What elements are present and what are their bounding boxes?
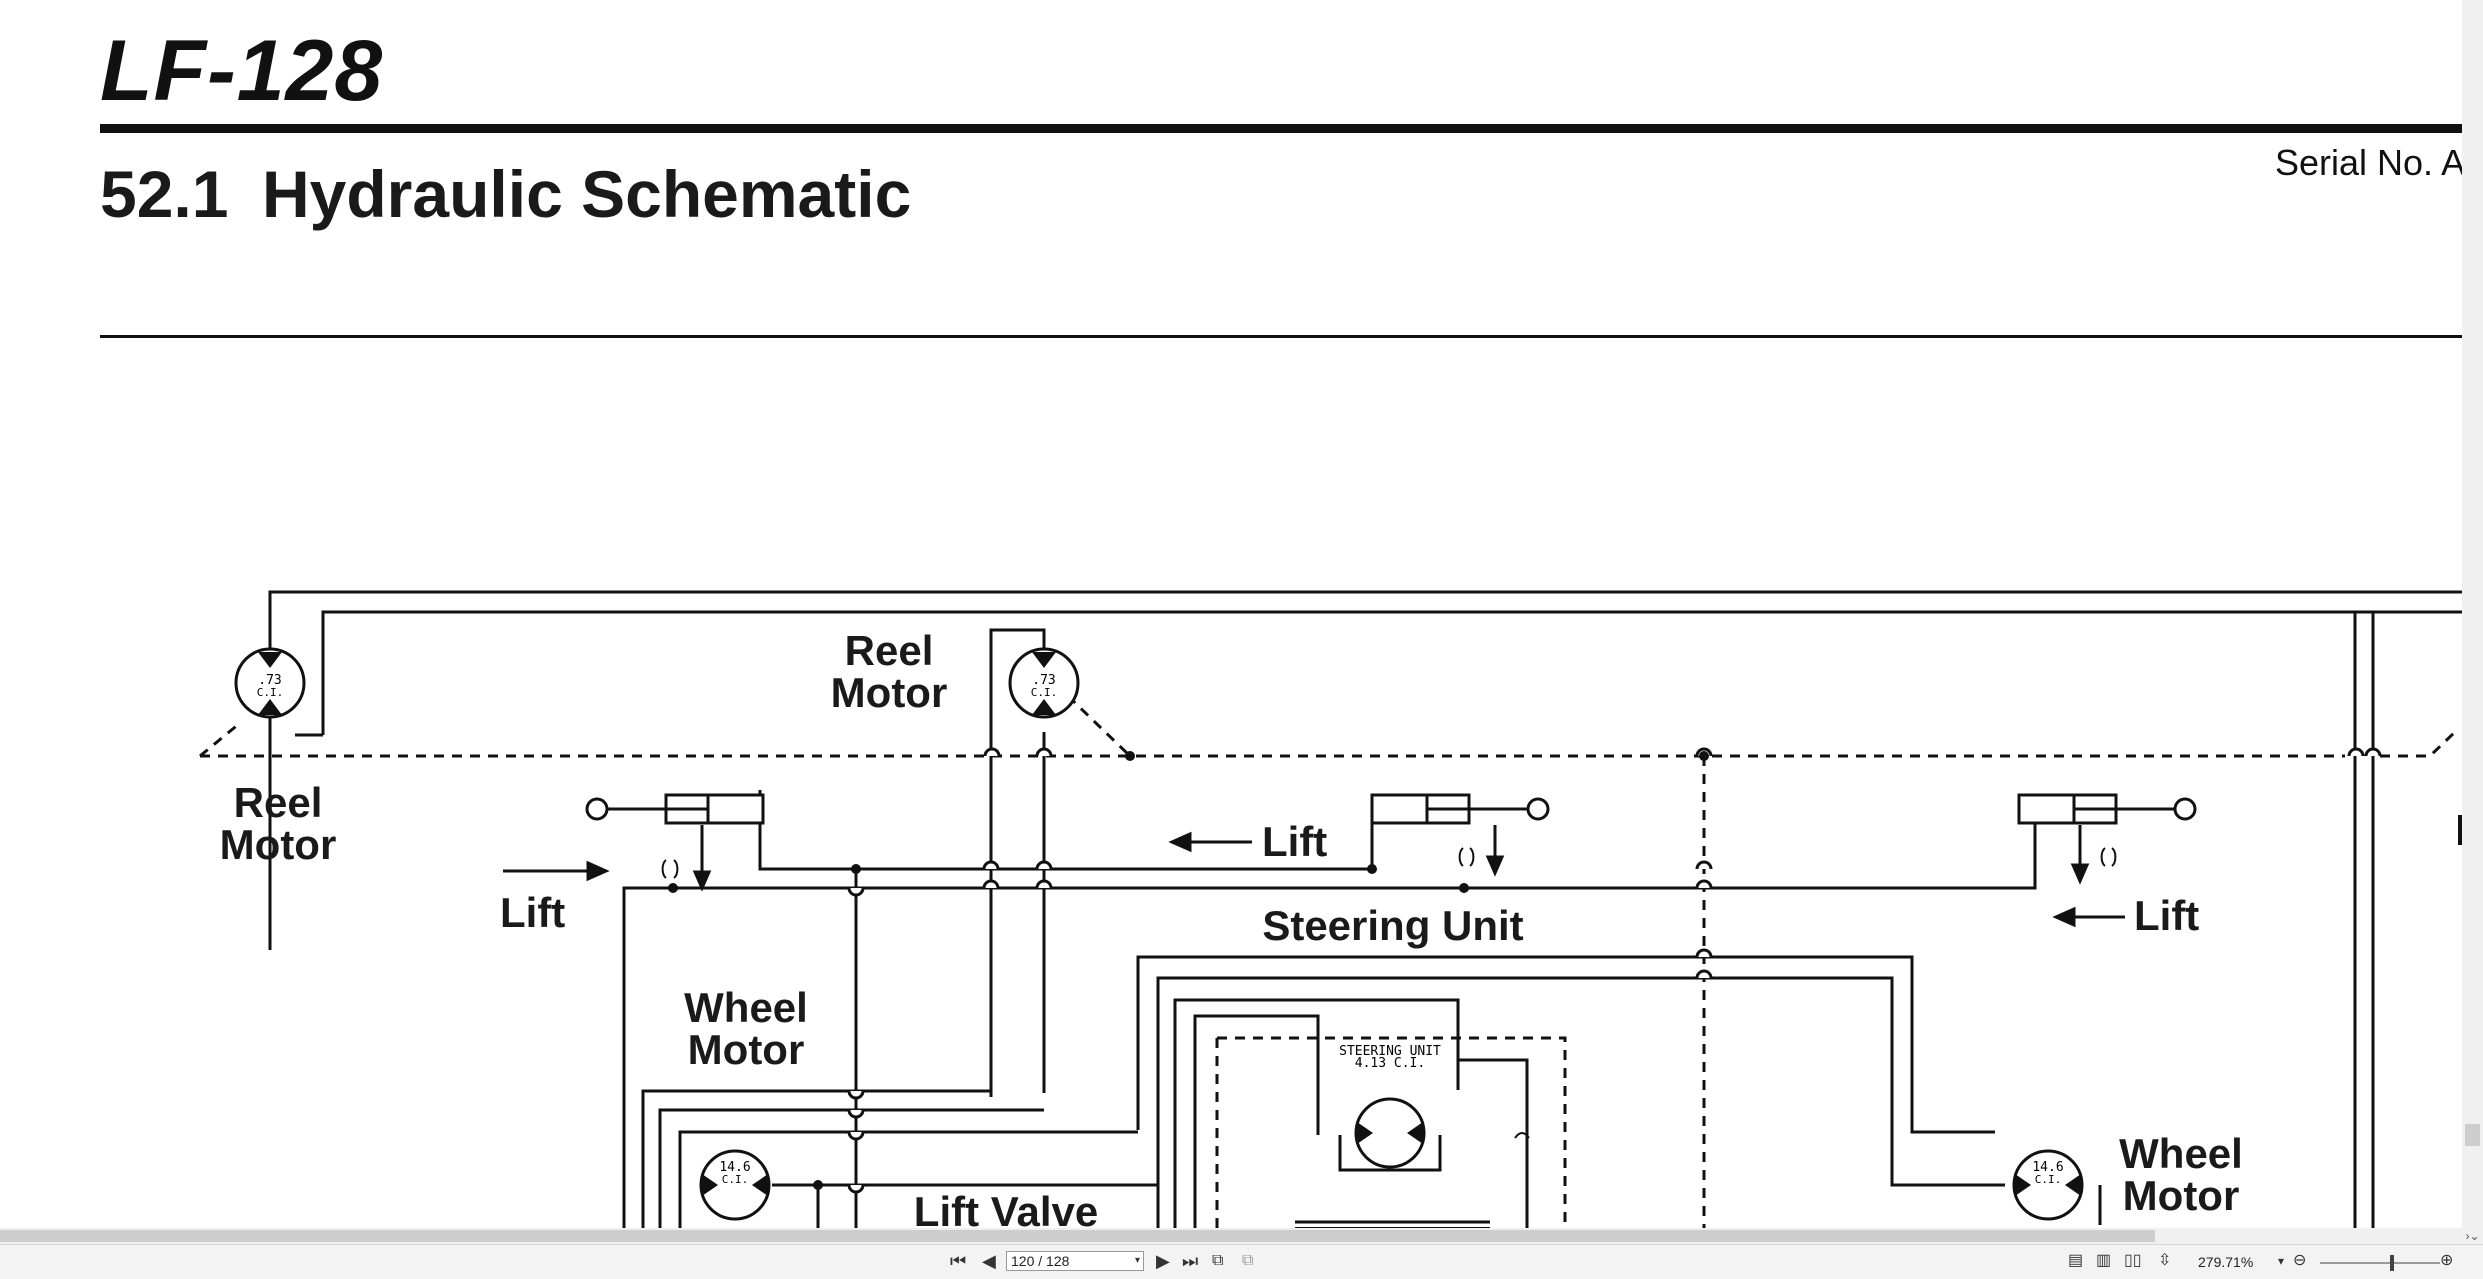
schematic-line — [1173, 998, 1460, 1228]
schematic-line — [1156, 976, 2005, 1228]
schematic-line — [678, 1130, 1138, 1228]
svg-text:Motor: Motor — [831, 669, 948, 716]
schematic-line — [622, 817, 2037, 1228]
dashed-frame-line — [200, 730, 2457, 758]
svg-text:Motor: Motor — [688, 1026, 805, 1073]
reel-motor-left-symbol: .73 C.I. — [234, 647, 306, 719]
reel-motor-left-label: Reel — [234, 779, 323, 826]
svg-text:4.13 C.I.: 4.13 C.I. — [1355, 1056, 1425, 1071]
svg-text:Motor: Motor — [2123, 1172, 2240, 1219]
viewer-toolbar — [0, 1244, 2483, 1279]
section-number: 52.1 — [100, 157, 229, 231]
fit-width-icon[interactable]: ⇳ — [2158, 1252, 2172, 1269]
scroll-corner-chevron-icon[interactable]: ›⌄ — [2462, 1228, 2483, 1244]
svg-text:STEERING UNIT: STEERING UNIT — [1339, 1044, 1441, 1059]
single-page-view-icon[interactable]: ▤ — [2068, 1252, 2084, 1269]
section-rule — [100, 335, 2462, 338]
svg-text:14.6: 14.6 — [2032, 1160, 2063, 1175]
flow-arrows — [503, 825, 2125, 928]
schematic-line — [1193, 1014, 1320, 1228]
svg-text:C.I.: C.I. — [2035, 1173, 2062, 1186]
motor-rating: .73 — [258, 673, 281, 688]
wheel-motor-left-label: Wheel — [684, 984, 808, 1031]
zoom-dropdown-chevron-icon[interactable]: ▾ — [2278, 1254, 2285, 1268]
reel-motor-center-symbol: .73 C.I. — [1008, 647, 1080, 719]
lift-valve-label: Lift Valve — [914, 1188, 1098, 1228]
last-page-icon[interactable]: ⏭ — [1182, 1251, 1199, 1271]
svg-text:C.I.: C.I. — [1031, 686, 1058, 699]
copy-icon[interactable]: ⧉ — [1242, 1252, 1254, 1269]
svg-text:14.6: 14.6 — [719, 1160, 750, 1175]
lift-label-right: Lift — [2134, 892, 2199, 939]
lift-label-left: Lift — [500, 889, 565, 936]
zoom-level[interactable]: 279.71% — [2198, 1254, 2254, 1270]
page-indicator: 120 / 128 — [1011, 1253, 1070, 1269]
rotate-icon[interactable]: ⧉ — [1212, 1252, 1224, 1269]
doc-title: LF-128 — [100, 23, 384, 119]
header-rule — [100, 124, 2462, 133]
schematic-line — [641, 1089, 991, 1228]
schematic-line — [758, 790, 1374, 871]
steering-unit-label: Steering Unit — [1262, 902, 1523, 949]
next-page-icon[interactable]: ▶ — [1156, 1251, 1170, 1271]
section-title: Hydraulic Schematic — [262, 157, 912, 231]
svg-text:C.I.: C.I. — [257, 686, 284, 699]
junction-dots — [668, 751, 1709, 1190]
continuous-view-icon[interactable]: ▥ — [2096, 1252, 2112, 1269]
schematic-line — [658, 1108, 1044, 1228]
svg-text:C.I.: C.I. — [722, 1173, 749, 1186]
reel-motor-center-label: Reel — [845, 627, 934, 674]
first-page-icon[interactable]: ⏮ — [950, 1251, 967, 1271]
zoom-out-icon[interactable]: ⊖ — [2293, 1252, 2307, 1269]
zoom-slider[interactable] — [2320, 1262, 2440, 1264]
wheel-motor-right-symbol: 14.6 C.I. — [2012, 1149, 2084, 1221]
svg-text:.73: .73 — [1032, 673, 1055, 688]
lift-label-center: Lift — [1262, 818, 1327, 865]
horizontal-scroll-thumb[interactable] — [0, 1230, 2155, 1242]
prev-page-icon[interactable]: ◀ — [982, 1251, 996, 1271]
vertical-scroll-thumb[interactable] — [2465, 1124, 2480, 1146]
serial-number: Serial No. A — [2275, 142, 2462, 183]
chevron-down-icon[interactable]: ▾ — [1134, 1255, 1140, 1266]
vertical-scrollbar[interactable] — [2462, 0, 2483, 1228]
steering-unit-box — [1217, 1036, 1567, 1228]
svg-text:Motor: Motor — [220, 821, 337, 868]
zoom-slider-handle[interactable] — [2390, 1255, 2394, 1271]
hydraulic-schematic: .73 C.I. .73 C.I. — [199, 590, 2462, 1228]
wheel-motor-right-label: Wheel — [2119, 1130, 2243, 1177]
schematic-line — [1136, 955, 1995, 1134]
schematic-line — [321, 610, 2462, 735]
page-number-input[interactable]: 120 / 128 ▾ — [1006, 1251, 1144, 1271]
two-page-view-icon[interactable]: ▯▯ — [2124, 1252, 2142, 1269]
schematic-line — [1458, 1058, 1529, 1228]
wheel-motor-left-symbol: 14.6 C.I. — [699, 1149, 771, 1221]
schematic-line — [268, 590, 2462, 950]
lift-cylinders — [585, 793, 2197, 825]
zoom-in-icon[interactable]: ⊕ — [2440, 1252, 2454, 1269]
document-page: LF-128 52.1 Hydraulic Schematic Serial N… — [100, 23, 2462, 1228]
steering-unit-motor-symbol: STEERING UNIT 4.13 C.I. — [1295, 1044, 1490, 1228]
